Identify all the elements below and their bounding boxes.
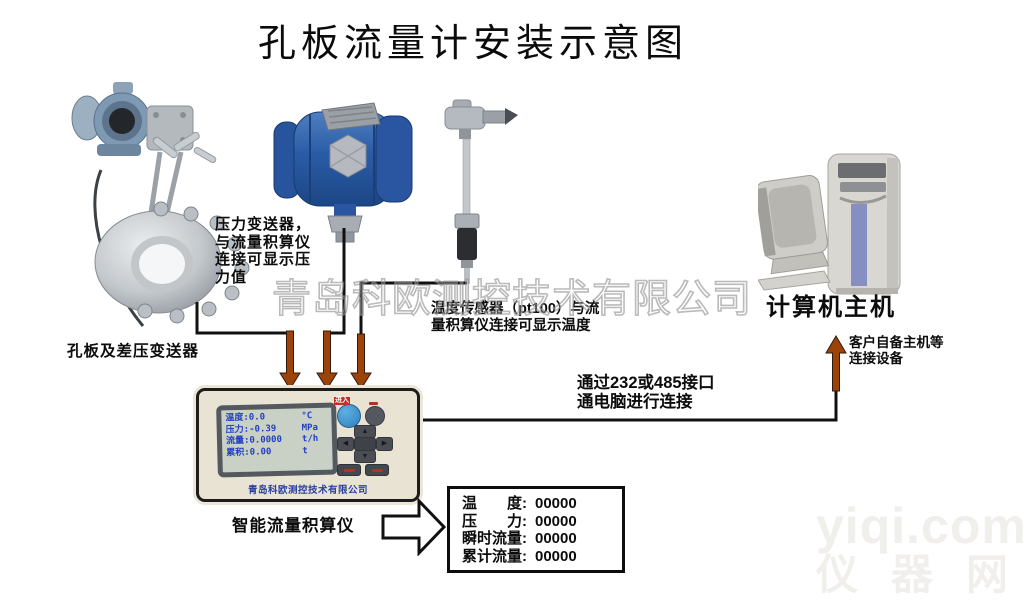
button-label-mark xyxy=(343,468,355,472)
big-right-arrow-icon xyxy=(381,497,447,561)
computer-label: 计算机主机 xyxy=(766,294,896,321)
lcd-unit: t/h xyxy=(301,433,319,445)
totalizer-lcd: 温度:0.0 °C 压力:-0.39 MPa 流量:0.0000 t/h 累积:… xyxy=(216,402,338,478)
keyboard xyxy=(757,270,831,291)
readout-row: 瞬时流量: 00000 xyxy=(462,530,612,548)
orifice-caption: 孔板及差压变送器 xyxy=(67,343,200,360)
dpad-down-button: ▼ xyxy=(354,450,376,463)
readout-value: 00000 xyxy=(535,530,577,547)
note-line: 与流量积算仪 xyxy=(215,233,312,251)
readout-label: 压 力: xyxy=(462,512,527,530)
flow-signal-arrow-3 xyxy=(350,333,372,390)
lcd-row: 累积:0.00 t xyxy=(226,445,328,459)
pressure-transmitter-illustration xyxy=(270,98,420,248)
flow-signal-arrow-1 xyxy=(279,330,301,390)
readout-label: 瞬时流量: xyxy=(462,530,527,547)
watermark-yiqi-en: yiqi.com xyxy=(816,498,1024,554)
readout-value: 00000 xyxy=(535,495,577,512)
lcd-total: 累积:0.00 xyxy=(226,446,272,458)
function-button-2 xyxy=(365,464,389,476)
comm-interface-note: 通过232或485接口 通电脑进行连接 xyxy=(577,374,715,412)
note-line: 量积算仪连接可显示温度 xyxy=(431,317,591,334)
watermark-company: 青岛科欧测控技术有限公司 xyxy=(271,277,753,322)
note-line: 通过232或485接口 xyxy=(577,374,715,392)
dpad-right-button: ▶ xyxy=(376,437,393,451)
note-line: 连接可显示压 xyxy=(215,251,312,268)
tower-case xyxy=(827,153,901,295)
readout-row: 压 力: 00000 xyxy=(462,513,612,531)
watermark-yiqi: yiqi.com 仪器网 xyxy=(816,500,1024,598)
function-button-1 xyxy=(337,464,361,476)
note-line: 压力变送器， xyxy=(215,216,312,233)
flow-signal-arrow-2 xyxy=(316,330,338,390)
enter-button-label: 进入 xyxy=(334,397,350,405)
transmitter-head xyxy=(71,82,151,327)
readout-value: 00000 xyxy=(535,547,577,565)
readout-value: 00000 xyxy=(535,512,577,530)
menu-button xyxy=(365,406,385,426)
process-connector xyxy=(327,215,363,233)
pressure-transmitter-note: 压力变送器， 与流量积算仪 连接可显示压 力值 xyxy=(215,216,311,286)
lcd-unit: MPa xyxy=(301,422,319,433)
dp-transmitter-orifice-illustration xyxy=(55,78,285,338)
note-line: 连接设备 xyxy=(849,350,903,366)
dpad-center-button xyxy=(354,437,376,451)
lcd-flow: 流量:0.0000 xyxy=(225,434,283,447)
note-line: 通电脑进行连接 xyxy=(577,393,693,411)
dpad-left-button: ◀ xyxy=(337,437,354,451)
lcd-unit: t xyxy=(302,445,308,456)
computer-link-arrow xyxy=(825,335,847,392)
totalizer-caption: 智能流量积算仪 xyxy=(232,517,355,535)
readout-box: 温 度: 00000 压 力: 00000 瞬时流量: 00000 累计流量: … xyxy=(447,486,625,573)
lcd-unit: °C xyxy=(301,411,313,422)
readout-label: 累计流量: xyxy=(462,547,527,565)
temperature-sensor-note: 温度传感器（pt100）与流 量积算仪连接可显示温度 xyxy=(431,301,599,334)
crt-monitor xyxy=(755,175,830,275)
note-line: 客户自备主机等 xyxy=(849,335,944,350)
totalizer-device: 温度:0.0 °C 压力:-0.39 MPa 流量:0.0000 t/h 累积:… xyxy=(196,388,420,502)
readout-row: 累计流量: 00000 xyxy=(462,548,612,566)
note-line: 温度传感器（pt100）与流 xyxy=(431,301,600,317)
valve-manifold xyxy=(146,105,217,214)
totalizer-brand: 青岛科欧测控技术有限公司 xyxy=(247,485,368,496)
readout-row: 温 度: 00000 xyxy=(462,495,612,513)
watermark-yiqi-cn: 仪器网 xyxy=(816,551,1024,598)
computer-illustration xyxy=(755,138,926,308)
readout-label: 温 度: xyxy=(462,495,527,512)
page-title: 孔板流量计安装示意图 xyxy=(258,21,689,65)
computer-note: 客户自备主机等 连接设备 xyxy=(849,335,944,366)
note-line: 力值 xyxy=(215,268,248,286)
button-label-mark xyxy=(369,402,378,405)
button-label-mark xyxy=(371,468,383,472)
enter-button xyxy=(337,404,361,428)
temperature-sensor-illustration xyxy=(423,98,518,293)
